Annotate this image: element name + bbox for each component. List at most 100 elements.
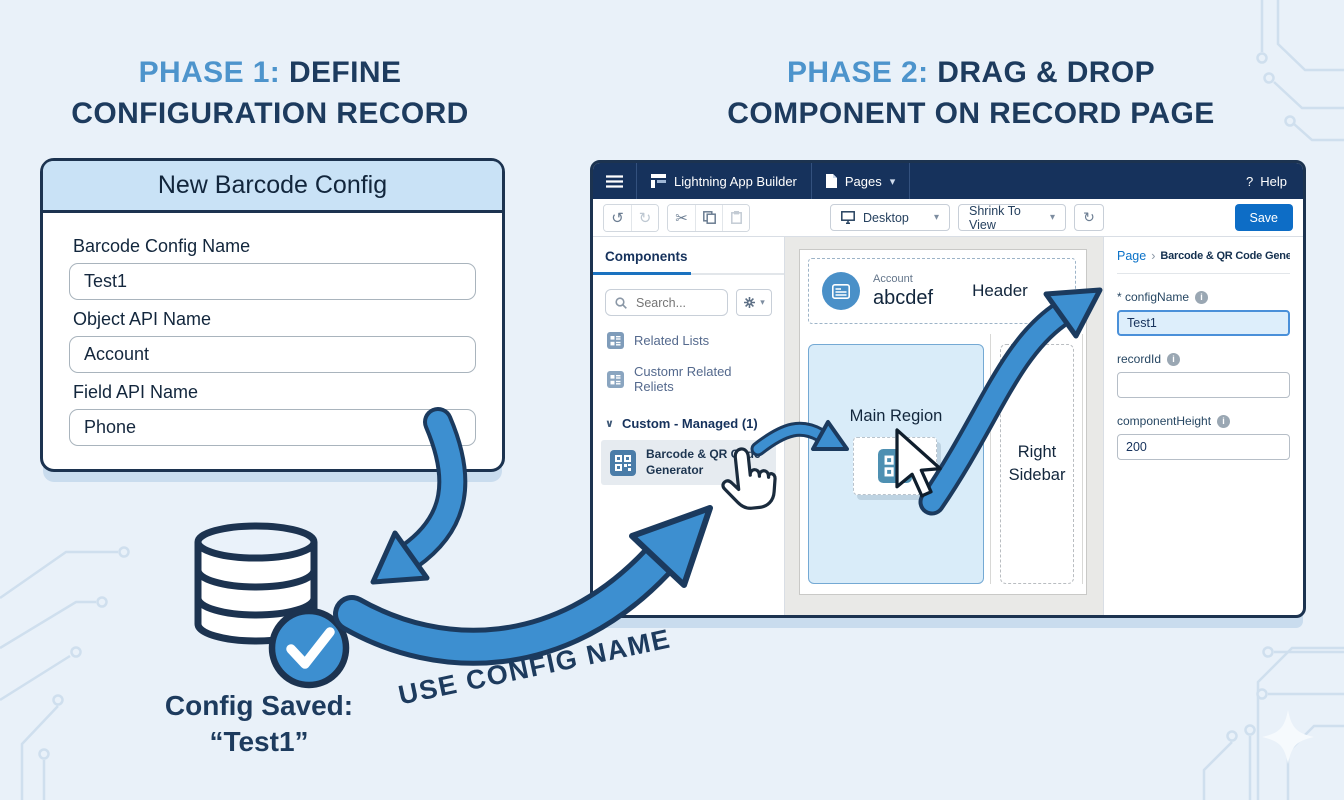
help-label: Help bbox=[1260, 173, 1287, 189]
main-region-label: Main Region bbox=[849, 407, 943, 425]
navbar-divider bbox=[810, 163, 812, 199]
save-button[interactable]: Save bbox=[1234, 204, 1293, 231]
component-item-label: Related Lists bbox=[634, 333, 710, 348]
config-saved-text: Config Saved: “Test1” bbox=[128, 688, 390, 761]
configname-input[interactable] bbox=[1117, 310, 1290, 336]
phase2-line1: DRAG & DROP bbox=[937, 56, 1156, 89]
phase1-line2: CONFIGURATION RECORD bbox=[71, 97, 469, 131]
config-saved-line2: “Test1” bbox=[209, 726, 309, 758]
related-list-icon bbox=[607, 332, 624, 349]
chevron-down-icon: ▾ bbox=[889, 175, 896, 188]
header-region-label: Header bbox=[972, 281, 1028, 300]
record-name: abcdef bbox=[873, 286, 934, 309]
breadcrumb-current: Barcode & QR Code Generat... bbox=[1160, 250, 1290, 262]
hamburger-icon bbox=[606, 174, 623, 188]
barcode-config-name-input[interactable] bbox=[69, 263, 476, 300]
pages-label: Pages bbox=[844, 173, 882, 189]
gear-button[interactable]: ▾ bbox=[736, 289, 772, 316]
device-select[interactable]: Desktop ▾ bbox=[830, 204, 950, 231]
custom-managed-section-toggle[interactable]: ∨ Custom - Managed (1) bbox=[593, 401, 784, 440]
component-card-label: Barcode & QR Code Generator bbox=[646, 447, 761, 477]
navbar-divider bbox=[909, 163, 911, 199]
component-item-related-lists[interactable]: Related Lists bbox=[593, 324, 784, 356]
check-icon bbox=[268, 607, 350, 689]
copy-button[interactable] bbox=[695, 204, 722, 231]
dropped-component-card[interactable] bbox=[853, 437, 937, 495]
clipboard-icon bbox=[730, 211, 742, 224]
breadcrumb: Page › Barcode & QR Code Generat... bbox=[1117, 249, 1290, 274]
redo-button[interactable]: ↻ bbox=[631, 204, 658, 231]
record-page: Account abcdef Header Main Region bbox=[799, 249, 1087, 595]
info-icon[interactable]: i bbox=[1217, 414, 1231, 428]
lightning-app-builder-window: Lightning App Builder Pages ▾ ? Help ↺ ↻ bbox=[590, 160, 1306, 618]
undo-button[interactable]: ↺ bbox=[604, 204, 631, 231]
phase1-label: PHASE 1: bbox=[138, 56, 281, 89]
phase2-title: PHASE 2: DRAG & DROP COMPONENT ON RECORD… bbox=[688, 52, 1254, 134]
qr-code-icon bbox=[878, 449, 912, 483]
field-api-name-input[interactable] bbox=[69, 409, 476, 446]
components-panel: Components bbox=[593, 237, 785, 615]
chevron-down-icon: ▾ bbox=[933, 212, 939, 223]
column-divider bbox=[990, 334, 991, 584]
qr-code-icon bbox=[610, 449, 636, 476]
undo-redo-group: ↺ ↻ bbox=[603, 203, 659, 232]
database-icon bbox=[194, 522, 350, 689]
componentheight-field: componentHeight i bbox=[1117, 414, 1290, 460]
device-select-value: Desktop bbox=[863, 210, 909, 225]
gear-icon bbox=[744, 297, 756, 308]
component-item-custom-related[interactable]: Customr Related Reliets bbox=[593, 356, 784, 401]
app-builder-logo-icon bbox=[651, 174, 666, 188]
record-identity: Account abcdef bbox=[873, 273, 933, 310]
form-title: New Barcode Config bbox=[43, 161, 502, 213]
configname-field: * configName i bbox=[1117, 290, 1290, 336]
new-barcode-config-card: New Barcode Config Barcode Config Name O… bbox=[40, 158, 505, 472]
refresh-button[interactable]: ↻ bbox=[1074, 204, 1104, 231]
header-region[interactable]: Account abcdef Header bbox=[808, 258, 1076, 324]
componentheight-input[interactable] bbox=[1117, 434, 1290, 460]
related-list-icon bbox=[607, 370, 624, 388]
help-icon: ? bbox=[1246, 173, 1254, 189]
configname-label: * configName i bbox=[1117, 290, 1290, 304]
recordid-input[interactable] bbox=[1117, 372, 1290, 398]
navbar-divider bbox=[636, 163, 637, 199]
chevron-down-icon: ▾ bbox=[760, 297, 765, 307]
chevron-down-icon: ▾ bbox=[1049, 212, 1055, 223]
componentheight-label: componentHeight i bbox=[1117, 414, 1290, 428]
field-api-name-label: Field API Name bbox=[73, 382, 199, 402]
info-icon[interactable]: i bbox=[1167, 352, 1181, 366]
info-icon[interactable]: i bbox=[1195, 290, 1209, 304]
builder-body: Components bbox=[593, 237, 1303, 615]
record-object-label: Account bbox=[873, 272, 913, 285]
pages-menu[interactable]: Pages ▾ bbox=[812, 174, 909, 189]
form-body: Barcode Config Name Object API Name Fiel… bbox=[43, 213, 502, 446]
help-button[interactable]: ? Help bbox=[1230, 174, 1303, 189]
page-canvas: Account abcdef Header Main Region bbox=[785, 237, 1103, 615]
cut-button[interactable]: ✂ bbox=[668, 204, 695, 231]
object-api-name-label: Object API Name bbox=[73, 309, 212, 329]
app-builder-title: Lightning App Builder bbox=[637, 174, 811, 189]
components-tab[interactable]: Components bbox=[593, 245, 784, 275]
menu-button[interactable] bbox=[593, 174, 636, 188]
barcode-qr-component-item[interactable]: Barcode & QR Code Generator bbox=[601, 440, 776, 486]
clipboard-group: ✂ bbox=[667, 203, 750, 232]
app-title-label: Lightning App Builder bbox=[674, 173, 797, 189]
recordid-label: recordId i bbox=[1117, 352, 1290, 366]
phase2-line2: COMPONENT ON RECORD PAGE bbox=[727, 97, 1215, 131]
right-sidebar-label: Right Sidebar bbox=[1008, 442, 1066, 484]
phase2-label: PHASE 2: bbox=[786, 56, 929, 89]
breadcrumb-separator-icon: › bbox=[1151, 249, 1156, 263]
builder-navbar: Lightning App Builder Pages ▾ ? Help bbox=[593, 163, 1303, 199]
paste-button[interactable] bbox=[722, 204, 749, 231]
breadcrumb-page-link[interactable]: Page bbox=[1117, 249, 1147, 263]
use-config-name-label: USE CONFIG NAME bbox=[395, 623, 674, 711]
right-sidebar-region[interactable]: Right Sidebar bbox=[1000, 344, 1074, 584]
phase1-line1: DEFINE bbox=[288, 56, 402, 89]
view-select[interactable]: Shrink To View ▾ bbox=[958, 204, 1066, 232]
search-box[interactable] bbox=[605, 289, 728, 316]
object-api-name-input[interactable] bbox=[69, 336, 476, 373]
account-icon bbox=[822, 272, 860, 310]
search-input[interactable] bbox=[634, 294, 714, 311]
phase1-title: PHASE 1: DEFINE CONFIGURATION RECORD bbox=[20, 52, 520, 134]
pages-icon bbox=[825, 174, 837, 188]
main-region[interactable]: Main Region bbox=[808, 344, 984, 584]
